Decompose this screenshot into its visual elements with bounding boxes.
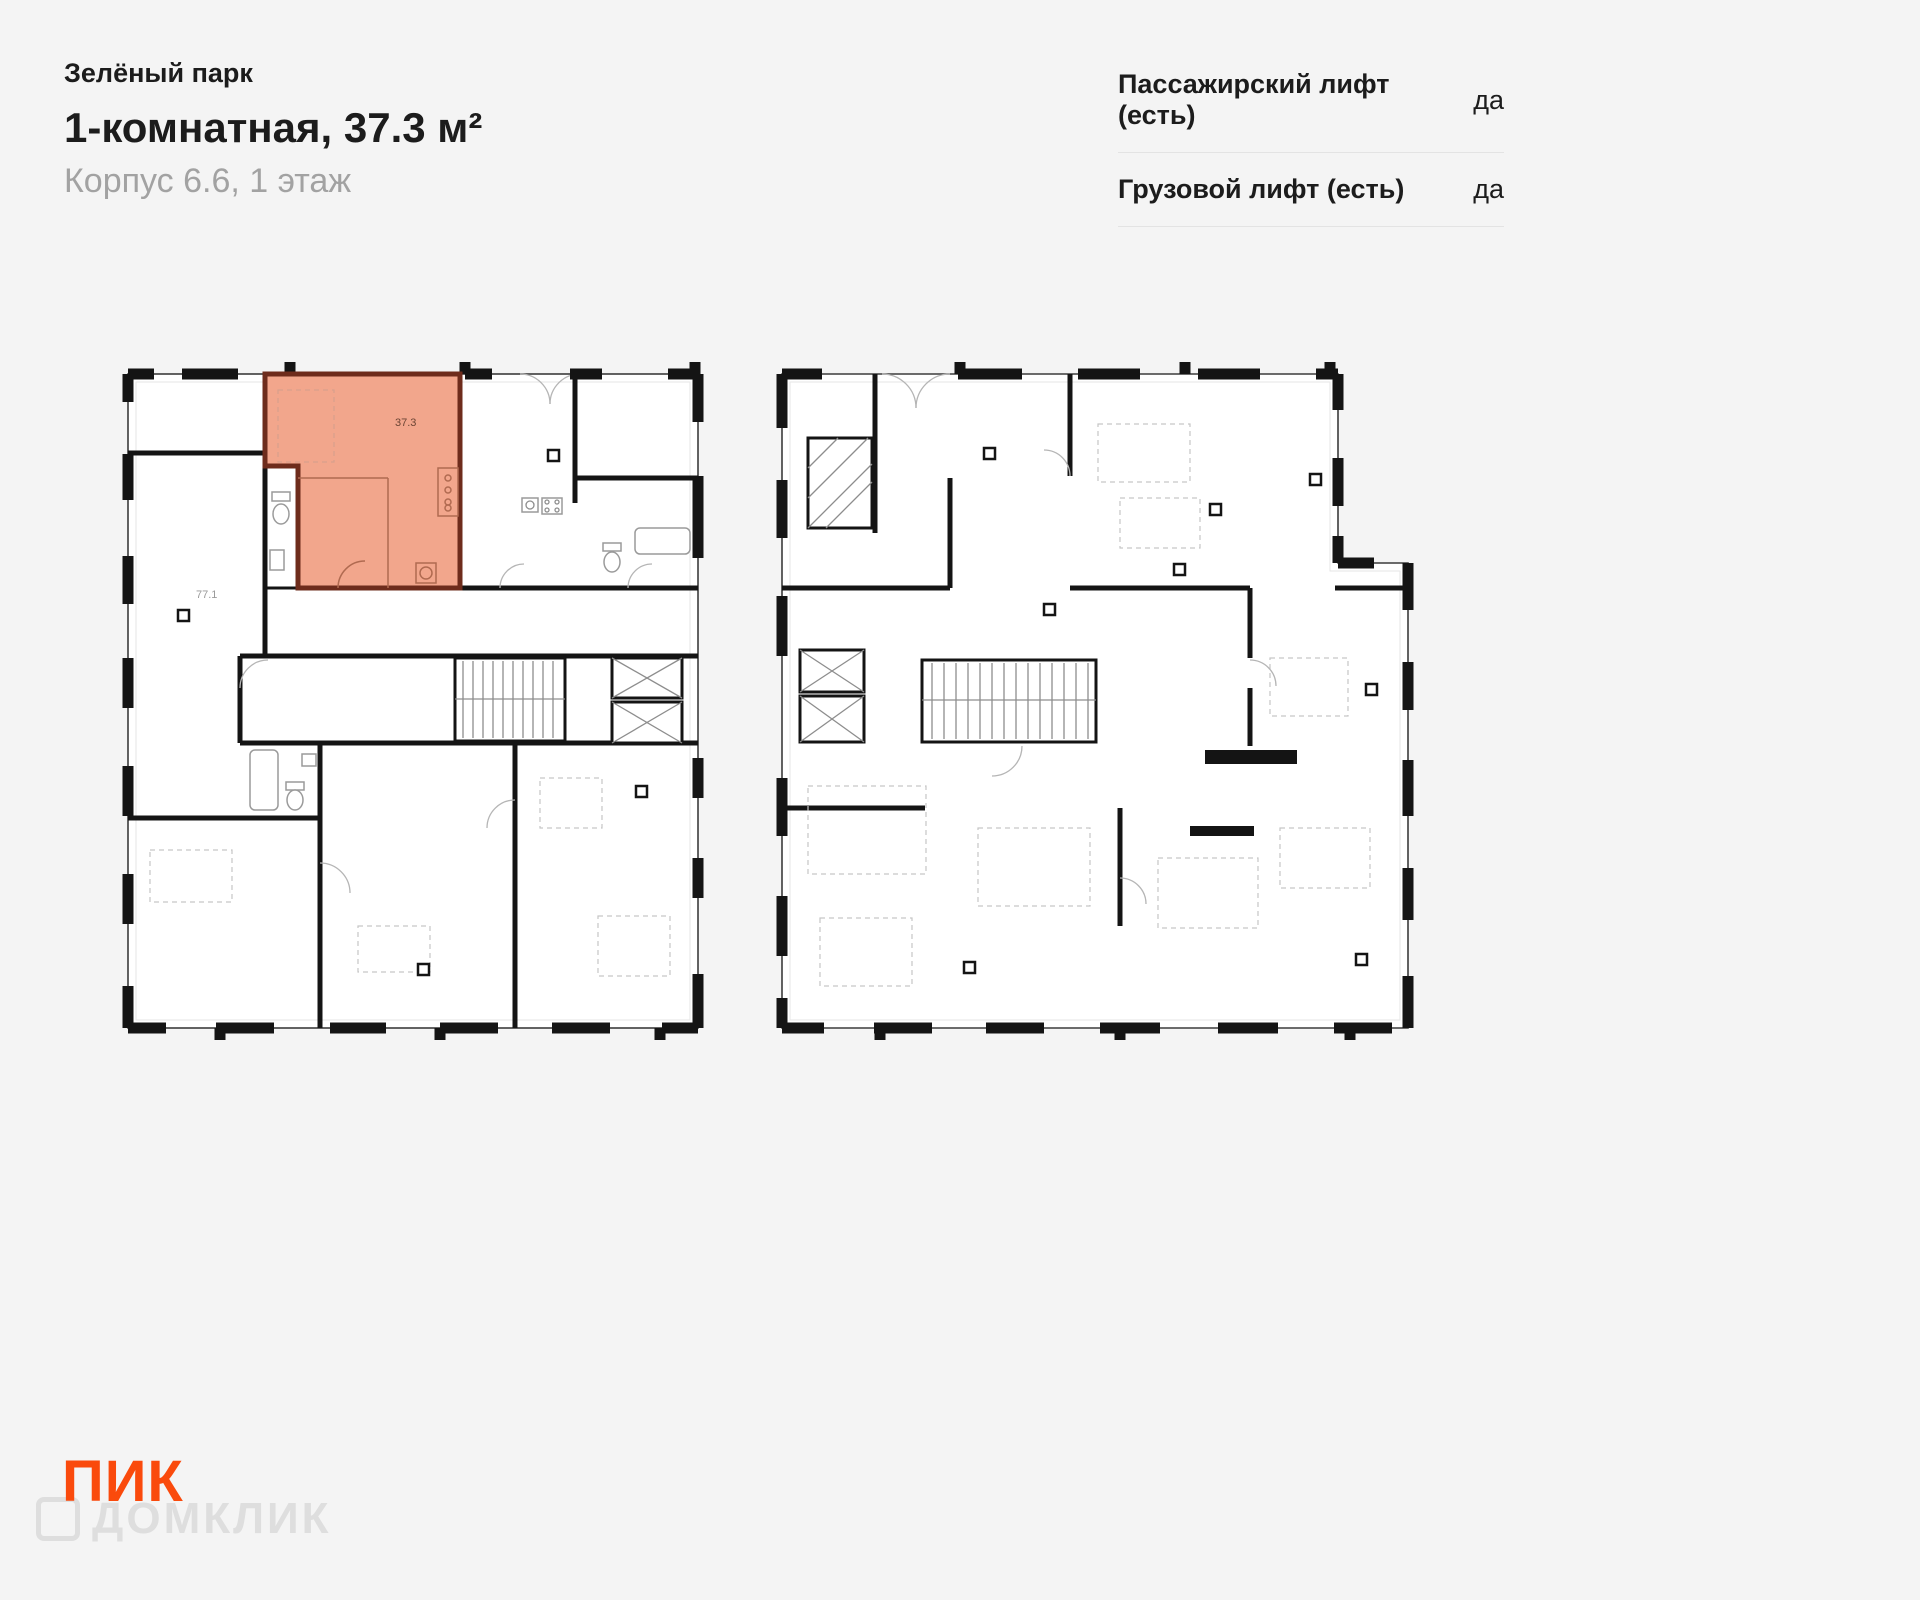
floor-plan: 37.3 77.1 (120, 358, 1430, 1048)
lift-row-cargo: Грузовой лифт (есть) да (1118, 153, 1504, 227)
staircase-right (920, 658, 1098, 744)
highlighted-apartment[interactable] (262, 371, 463, 591)
cargo-lift-value: да (1473, 174, 1504, 204)
page-title: 1-комнатная, 37.3 м² (64, 104, 483, 151)
page-subtitle: Корпус 6.6, 1 этаж (64, 162, 352, 200)
domclick-watermark: ДОМКЛИК (36, 1494, 331, 1544)
project-name: Зелёный парк (64, 58, 253, 88)
lift-info-table: Пассажирский лифт (есть) да Грузовой лиф… (1118, 48, 1504, 227)
elevator-shafts-left (610, 656, 684, 745)
right-building (776, 368, 1414, 1034)
passenger-lift-label: Пассажирский лифт (есть) (1118, 69, 1390, 130)
domclick-watermark-text: ДОМКЛИК (92, 1494, 332, 1543)
kitchen-fixtures (521, 497, 691, 573)
passenger-lift-value: да (1473, 84, 1504, 115)
highlighted-area-label: 37.3 (395, 417, 416, 429)
pik-logo: ПИК (62, 1449, 184, 1514)
staircase-left (453, 656, 567, 743)
domclick-logo-icon (36, 1497, 80, 1541)
bathroom-fixtures-lower (249, 749, 317, 811)
elevator-shafts-right (798, 648, 866, 744)
cargo-lift-label: Грузовой лифт (есть) (1118, 174, 1405, 204)
adjacent-area-label: 77.1 (196, 589, 217, 601)
floor-plan-svg: 37.3 77.1 (122, 362, 1414, 1040)
highlighted-apartment-group: 37.3 (262, 371, 463, 591)
bathroom-fixtures-upper (269, 491, 291, 571)
lift-row-passenger: Пассажирский лифт (есть) да (1118, 48, 1504, 153)
service-core (806, 436, 874, 530)
